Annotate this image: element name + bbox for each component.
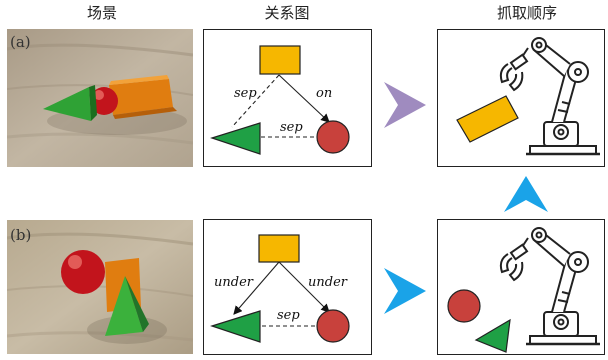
edge-label-right: on — [316, 86, 332, 101]
circle-node — [316, 120, 350, 154]
relation-graph-b: under under sep — [203, 219, 372, 355]
rect-object — [456, 95, 519, 143]
row-label-a: (a) — [10, 33, 31, 51]
edge-label-left: under — [214, 275, 254, 290]
edge-label-bottom: sep — [280, 120, 303, 135]
chevron-up-icon — [504, 176, 548, 212]
row-label-b: (b) — [10, 226, 32, 244]
circle-object — [447, 289, 481, 323]
edge-label-left: sep — [234, 86, 257, 101]
triangle-object — [474, 318, 511, 353]
robot-arm-icon — [499, 227, 600, 346]
header-grasp-order: 抓取顺序 — [496, 4, 557, 22]
rect-node — [258, 234, 300, 263]
robot-arm-icon — [499, 37, 600, 156]
grasp-panel-b — [437, 219, 605, 355]
grasp-panel-a — [437, 29, 605, 167]
header-scene: 场景 — [86, 4, 117, 22]
header-relation-graph: 关系图 — [264, 4, 310, 22]
edge-label-bottom: sep — [277, 308, 300, 323]
triangle-node — [210, 122, 261, 155]
rect-node — [259, 45, 301, 75]
relation-graph-a: sep on sep — [203, 29, 372, 167]
chevron-right-icon — [384, 268, 426, 314]
chevron-right-icon — [384, 82, 426, 128]
triangle-node — [210, 310, 261, 343]
edge-label-right: under — [308, 275, 348, 290]
scene-photo-a — [7, 29, 193, 167]
scene-photo-b — [7, 220, 193, 354]
circle-node — [316, 309, 350, 343]
